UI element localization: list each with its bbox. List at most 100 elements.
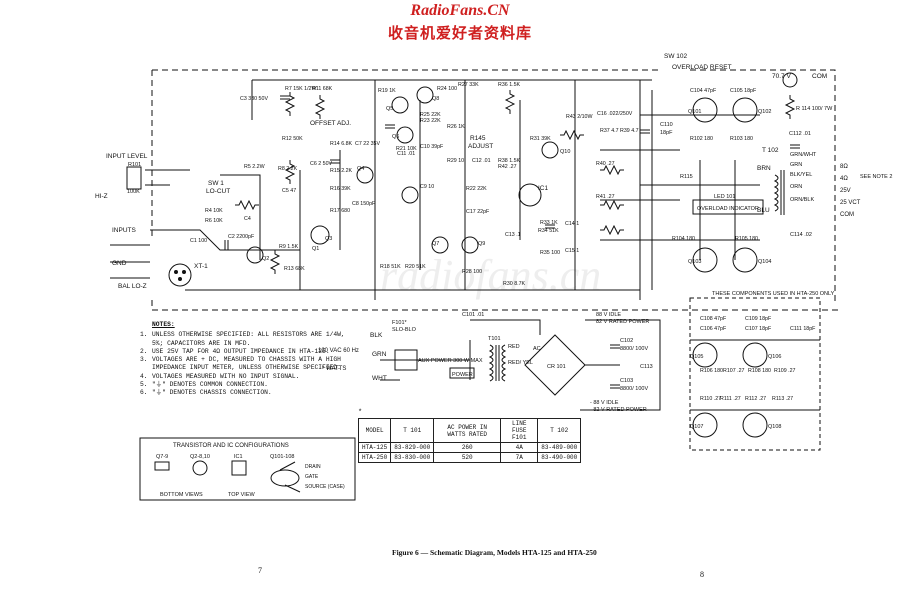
t102-label: T 102 — [762, 147, 779, 154]
component-label: R18 51K — [380, 264, 401, 270]
slo-blo-label: SLO-BLO — [392, 327, 417, 333]
cr101-label: CR 101 — [547, 364, 566, 370]
82v-rated-label: 82 V RATED POWER — [596, 319, 649, 325]
note-number: 4. — [140, 372, 148, 380]
note-item: 3.VOLTAGES ARE + DC, MEASURED TO CHASSIS… — [140, 356, 355, 373]
component-label: C104 47pF — [690, 88, 717, 94]
see-note-label: SEE NOTE 2 — [860, 174, 892, 180]
r101-label: R101 — [128, 162, 141, 168]
component-label: R21 10K — [396, 146, 417, 152]
transistor-label: Q10 — [560, 149, 570, 155]
gnd-label: GND — [112, 260, 127, 267]
component-label: C10 39pF — [420, 144, 444, 150]
component-label: R39 4.7 — [620, 128, 639, 134]
grn-wht-label: GRN/WHT — [790, 152, 817, 158]
note-text: USE 25V TAP FOR 4Ω OUTPUT IMPEDANCE IN H… — [152, 347, 330, 355]
c101-label: C101 .01 — [462, 312, 484, 318]
component-label: C7 22 35V — [355, 141, 380, 147]
page-number-left: 7 — [258, 566, 262, 575]
meter-label: 70.7 V — [772, 73, 791, 80]
table-cell: HTA-125 — [357, 442, 392, 453]
red-yel-label: RED/ YEL — [508, 360, 533, 366]
component-label: R26 1K — [447, 124, 465, 130]
model-table: MODEL T 101 AC POWER IN WATTS RATED LINE… — [357, 418, 582, 463]
c102-label: C102 — [620, 338, 633, 344]
config-q79: Q7-9 — [156, 454, 168, 460]
hi-z-label: HI-Z — [95, 193, 108, 200]
note-number: 6. — [140, 389, 148, 397]
component-label: R29 10 — [447, 158, 464, 164]
red-label: RED — [508, 344, 520, 350]
table-header: LINE FUSE F101 — [500, 418, 539, 443]
overload-indicator-label: OVERLOAD INDICATOR — [697, 206, 759, 212]
component-label: C109 18pF — [745, 316, 772, 322]
inputs-label: INPUTS — [112, 227, 137, 234]
r101-value: 100K — [127, 189, 140, 195]
page-number-right: 8 — [700, 570, 704, 579]
component-label: R41 .27 — [596, 194, 615, 200]
component-label: C6 2 50V — [310, 161, 333, 167]
transistor-label: Q9 — [478, 241, 485, 247]
component-label: R109 .27 — [774, 368, 796, 374]
note-item: 6. "⏚" DENOTES CHASSIS CONNECTION. — [140, 389, 355, 397]
note-number: 1. — [140, 331, 148, 339]
component-label: R104 180 — [672, 236, 695, 242]
component-label: R112 .27 — [745, 396, 766, 402]
component-label: R113 .27 — [772, 396, 793, 402]
config-top-view: TOP VIEW — [228, 492, 256, 498]
note-text: "⏚" DENOTES CHASSIS CONNECTION. — [152, 389, 272, 397]
component-label: R105 180 — [735, 236, 758, 242]
component-label: R30 8.7K — [503, 281, 526, 287]
component-label: C4 — [244, 216, 251, 222]
r114-label: R 114 100/ 7W — [796, 106, 833, 112]
component-label: R111 .27 — [720, 396, 741, 402]
background-watermark: radiofans.cn — [380, 251, 602, 300]
table-header: T 101 — [390, 418, 435, 443]
component-label: R38 1.5K — [498, 158, 521, 164]
config-q28: Q2-8,10 — [190, 454, 210, 460]
transistor-label: Q108 — [768, 424, 781, 430]
component-label: R35 100 — [540, 250, 560, 256]
note-number: 5. — [140, 381, 148, 389]
table-header-row: MODEL T 101 AC POWER IN WATTS RATED LINE… — [357, 418, 582, 443]
component-label: R108 180 — [748, 368, 771, 374]
r145-label: R145 — [470, 135, 486, 142]
c103-value: 8800/ 100V — [620, 386, 648, 392]
blu-label: BLU — [757, 207, 770, 214]
orn-label: ORN — [790, 184, 802, 190]
transistor-label: Q1 — [312, 246, 319, 252]
aux-power-label: AUX POWER 300 W MAX — [418, 358, 483, 364]
transistor-label: Q101 — [688, 109, 701, 115]
component-label: R19 1K — [378, 88, 396, 94]
note-item: 5."⏚" DENOTES COMMON CONNECTION. — [140, 381, 355, 389]
note-number: 3. — [140, 356, 148, 364]
t101-label: T101 — [488, 336, 501, 342]
c102-value: 8800/ 100V — [620, 346, 648, 352]
c103-label: C103 — [620, 378, 633, 384]
table-header: T 102 — [537, 418, 582, 443]
table-cell: 83-490-000 — [537, 452, 582, 463]
model-table-star: * — [358, 409, 363, 417]
note-text: UNLESS OTHERWISE SPECIFIED: ALL RESISTOR… — [152, 331, 345, 347]
notes-block: NOTES: 1. UNLESS OTHERWISE SPECIFIED: ALL… — [140, 321, 355, 398]
transistor-label: Q104 — [758, 259, 771, 265]
lo-cut-label: LO-CUT — [206, 188, 230, 195]
ac-label: AC — [533, 346, 541, 352]
component-label: R20 51K — [405, 264, 426, 270]
component-label: R31 39K — [530, 136, 551, 142]
component-label: R110 .27 — [700, 396, 721, 402]
notes-heading: NOTES: — [152, 321, 175, 328]
com-top-label: COM — [812, 73, 827, 80]
tap-4-label: 4Ω — [840, 176, 848, 182]
table-cell: 83-489-000 — [537, 442, 582, 453]
transistor-label: Q107 — [690, 424, 703, 430]
table-header: MODEL — [357, 418, 392, 443]
component-label: C15 1 — [565, 248, 579, 254]
component-label: R16 39K — [330, 186, 351, 192]
c112-label: C112 .01 — [789, 131, 811, 137]
overload-reset-label: OVERLOAD RESET — [672, 64, 732, 71]
component-label: R28 100 — [462, 269, 482, 275]
component-label: R12 50K — [282, 136, 303, 142]
f101-label: F101* — [392, 320, 408, 326]
